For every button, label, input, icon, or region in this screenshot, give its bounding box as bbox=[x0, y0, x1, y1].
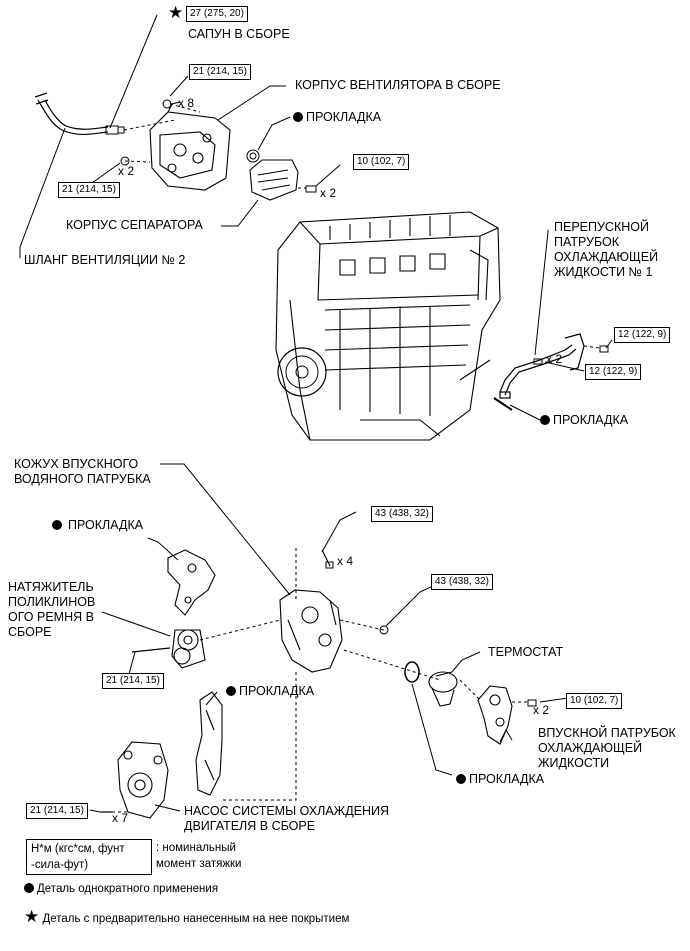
legend-precoated: ★ Деталь с предварительно нанесенным на … bbox=[24, 907, 350, 926]
star-icon: ★ bbox=[24, 907, 40, 926]
water-pump-drawing bbox=[117, 741, 169, 819]
single-use-dot-icon bbox=[456, 774, 466, 784]
label-water-inlet: ВПУСКНОЙ ПАТРУБОК ОХЛАЖДАЮЩЕЙ ЖИДКОСТИ bbox=[538, 726, 676, 770]
gasket-bypass-text: ПРОКЛАДКА bbox=[553, 413, 629, 427]
crankshaft-pulley-drawing bbox=[277, 347, 327, 397]
fan-housing-drawing bbox=[149, 101, 231, 191]
count-water-inlet: x 2 bbox=[533, 703, 550, 717]
water-inlet-cover-drawing bbox=[279, 589, 343, 673]
bypass-bolt-drawing bbox=[533, 345, 609, 365]
torque-box-cover-bolts: 43 (438, 32) bbox=[371, 506, 433, 522]
torque-box-bypass-bottom: 12 (122, 9) bbox=[585, 364, 642, 380]
gasket-thermostat-text: ПРОКЛАДКА bbox=[469, 772, 545, 786]
water-inlet-bolt-drawing bbox=[527, 699, 537, 707]
torque-box-pump: 21 (214, 15) bbox=[26, 803, 88, 819]
label-gasket-thermostat: ПРОКЛАДКА bbox=[456, 772, 544, 787]
breather-drawing bbox=[105, 125, 125, 135]
torque-box-cover-nut: 43 (438, 32) bbox=[431, 574, 493, 590]
count-pump: x 7 bbox=[112, 811, 129, 825]
gasket-left-drawing bbox=[167, 549, 216, 616]
ventilation-hose-drawing bbox=[34, 92, 109, 136]
single-use-dot-icon bbox=[226, 686, 236, 696]
label-water-inlet-cover: КОЖУХ ВПУСКНОГО ВОДЯНОГО ПАТРУБКА bbox=[14, 457, 151, 486]
separator-housing-drawing bbox=[249, 159, 299, 201]
label-vent-hose: ШЛАНГ ВЕНТИЛЯЦИИ № 2 bbox=[24, 253, 186, 267]
legend-single-use-text: Деталь однократного применения bbox=[37, 883, 219, 895]
count-fan-bolts: x 8 bbox=[178, 96, 195, 110]
label-tensioner: НАТЯЖИТЕЛЬ ПОЛИКЛИНОВ ОГО РЕМНЯ В СБОРЕ bbox=[8, 580, 96, 639]
gasket-top-drawing bbox=[246, 149, 260, 163]
label-water-pump: НАСОС СИСТЕМЫ ОХЛАЖДЕНИЯ ДВИГАТЕЛЯ В СБО… bbox=[184, 804, 390, 833]
single-use-dot-icon bbox=[24, 883, 34, 893]
count-fan-nuts: x 2 bbox=[118, 164, 135, 178]
label-gasket-top: ПРОКЛАДКА bbox=[293, 110, 381, 125]
cover-bolt-drawing bbox=[321, 549, 334, 569]
torque-box-breather: 27 (275, 20) bbox=[186, 6, 248, 22]
torque-box-water-inlet: 10 (102, 7) bbox=[566, 693, 623, 709]
bypass-pipe-drawing bbox=[499, 333, 585, 399]
single-use-dot-icon bbox=[293, 112, 303, 122]
water-inlet-drawing bbox=[477, 685, 513, 745]
gasket-left-text: ПРОКЛАДКА bbox=[68, 518, 144, 532]
label-gasket-left: ПРОКЛАДКА bbox=[52, 518, 143, 533]
label-separator-housing: КОРПУС СЕПАРАТОРА bbox=[66, 218, 203, 232]
torque-box-fan-nuts: 21 (214, 15) bbox=[58, 182, 120, 198]
legend-units-desc: : номинальный момент затяжки bbox=[156, 842, 242, 870]
label-breather: САПУН В СБОРЕ bbox=[188, 27, 290, 41]
legend-precoated-text: Деталь с предварительно нанесенным на не… bbox=[42, 913, 350, 925]
bypass-gasket-drawing bbox=[493, 397, 513, 411]
fan-bolt-drawing bbox=[120, 99, 172, 166]
legend-single-use: Деталь однократного применения bbox=[24, 882, 218, 896]
single-use-dot-icon bbox=[52, 520, 62, 530]
label-gasket-pump: ПРОКЛАДКА bbox=[226, 684, 314, 699]
gasket-pump-text: ПРОКЛАДКА bbox=[239, 684, 315, 698]
legend-units-box: Н*м (кгс*см, фунт -сила-фут) bbox=[26, 839, 152, 875]
count-cover-bolts: x 4 bbox=[337, 554, 354, 568]
star-symbol: ★ bbox=[168, 3, 184, 22]
thermostat-drawing bbox=[428, 671, 458, 707]
label-gasket-bypass: ПРОКЛАДКА bbox=[540, 413, 628, 428]
torque-box-separator: 10 (102, 7) bbox=[353, 154, 410, 170]
separator-bolt-drawing bbox=[305, 185, 317, 193]
cover-nut-drawing bbox=[379, 625, 389, 635]
gasket-top-text: ПРОКЛАДКА bbox=[306, 110, 382, 124]
count-separator: x 2 bbox=[320, 186, 337, 200]
gasket-pump-drawing bbox=[195, 691, 223, 796]
gasket-thermostat-drawing bbox=[404, 661, 420, 683]
torque-box-fan-bolts: 21 (214, 15) bbox=[189, 64, 251, 80]
label-bypass-pipe: ПЕРЕПУСКНОЙ ПАТРУБОК ОХЛАЖДАЮЩЕЙ ЖИДКОСТ… bbox=[554, 220, 659, 279]
torque-box-bypass-top: 12 (122, 9) bbox=[614, 327, 671, 343]
count-bypass: x 2 bbox=[546, 352, 563, 366]
label-fan-housing: КОРПУС ВЕНТИЛЯТОРА В СБОРЕ bbox=[295, 78, 501, 92]
single-use-dot-icon bbox=[540, 415, 550, 425]
tensioner-drawing bbox=[131, 629, 206, 669]
label-thermostat: ТЕРМОСТАТ bbox=[488, 645, 564, 659]
engine-block-drawing bbox=[275, 211, 501, 441]
torque-box-tensioner: 21 (214, 15) bbox=[102, 673, 164, 689]
